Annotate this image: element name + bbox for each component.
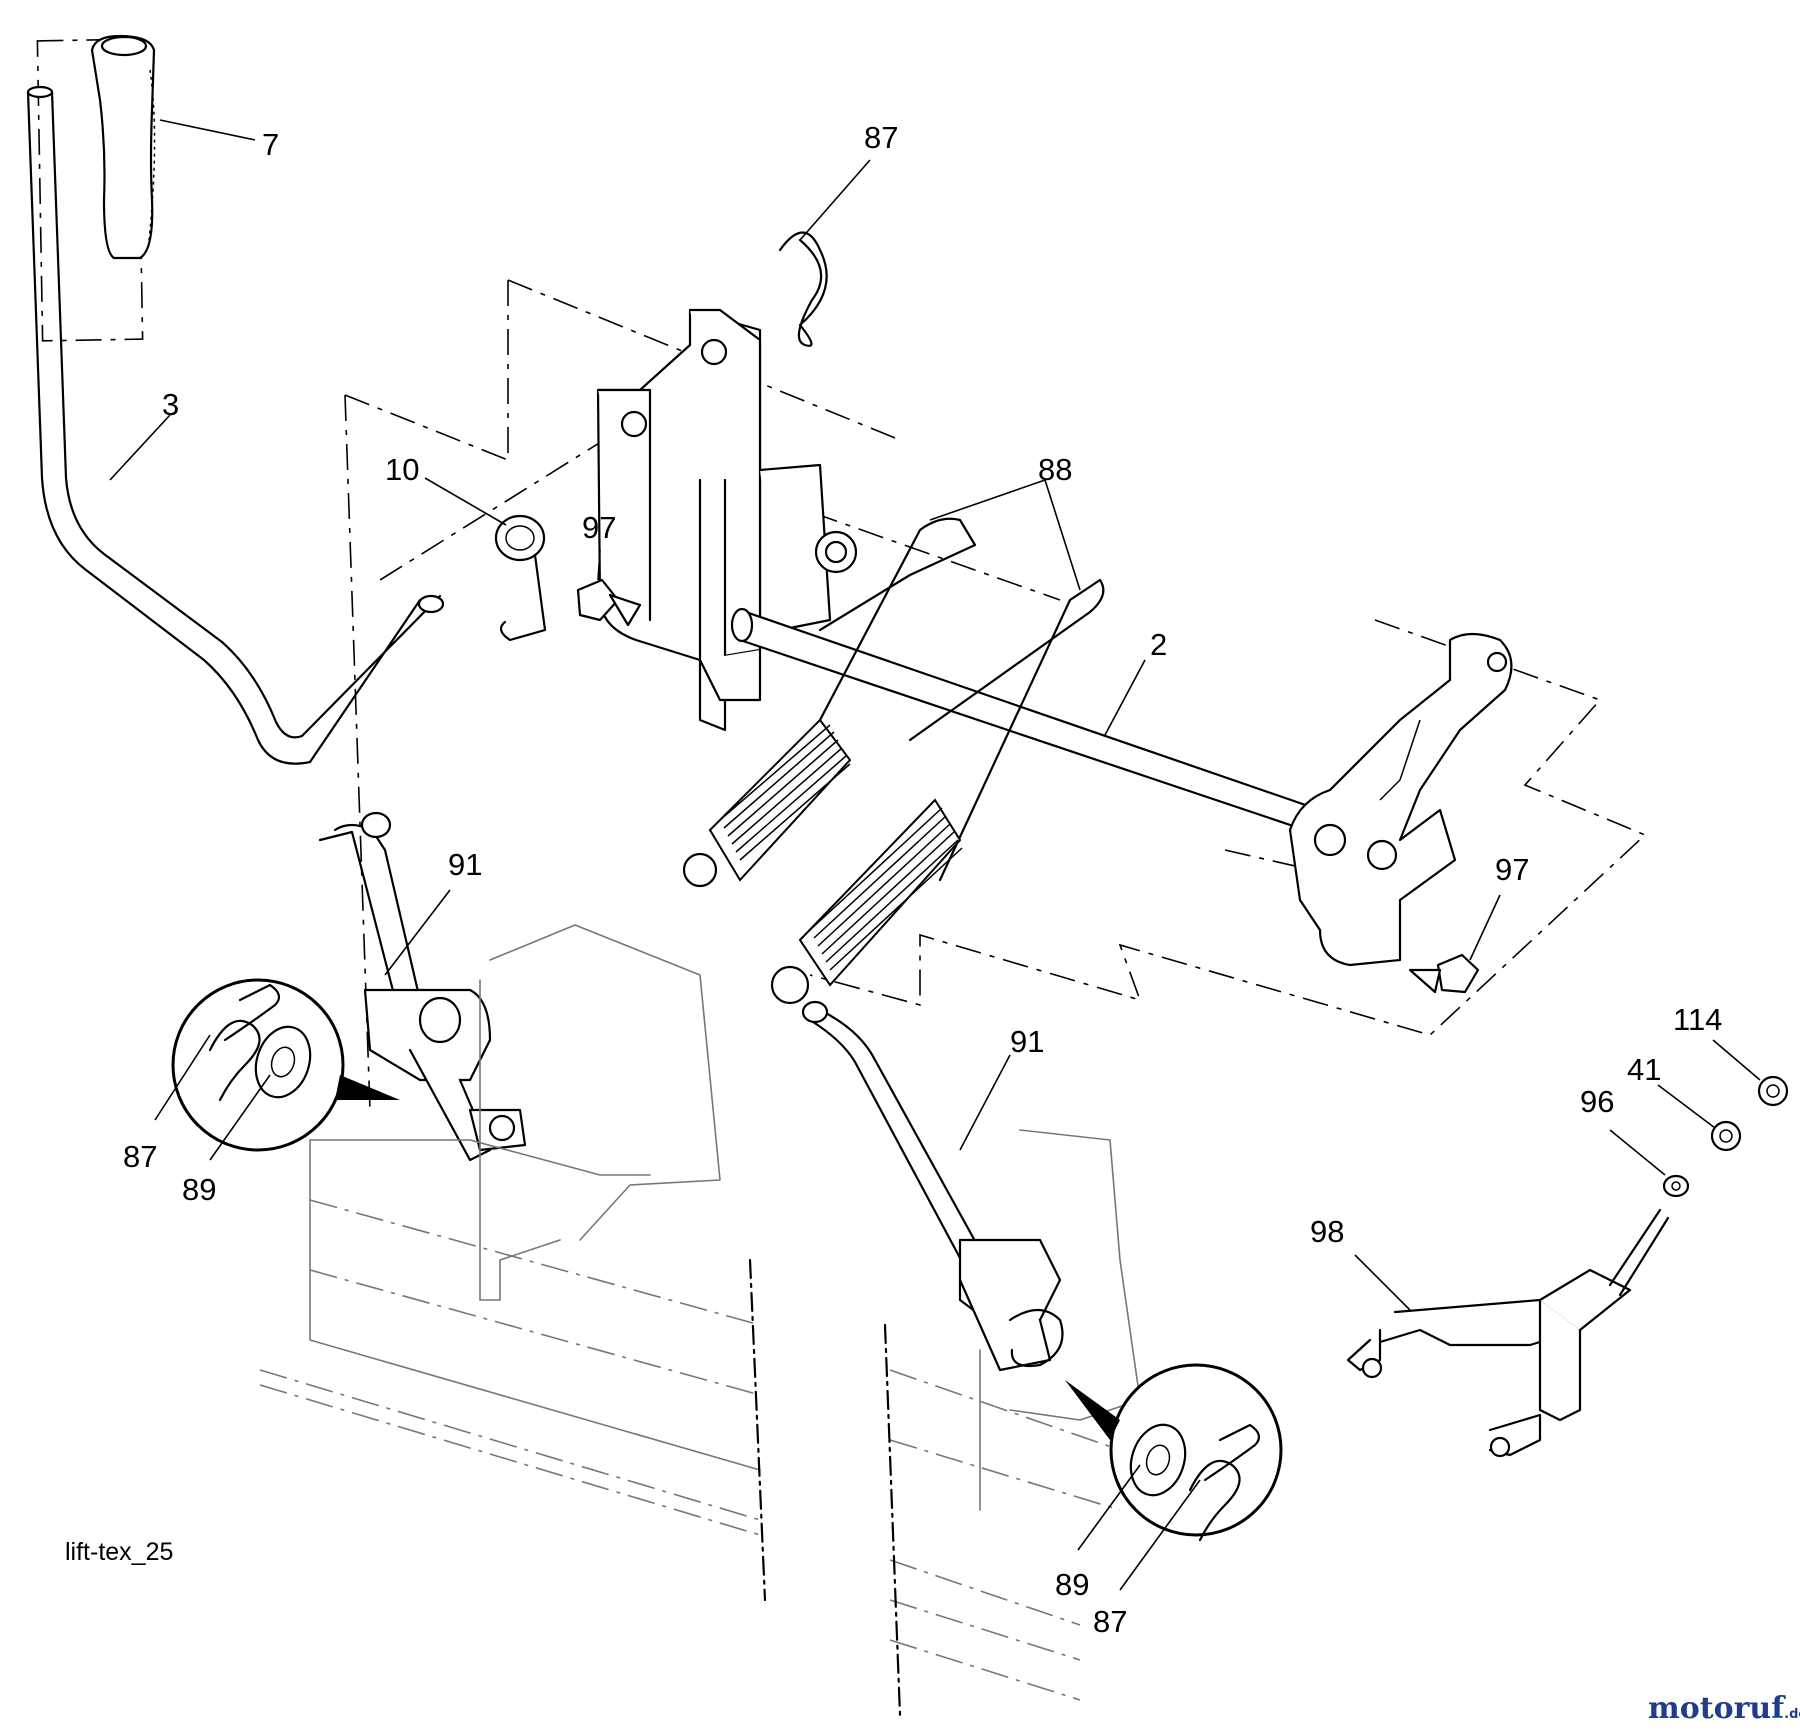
hanger-bracket-part (1346, 1208, 1670, 1458)
lift-link-part (318, 811, 527, 1162)
torsion-spring-part (494, 514, 547, 642)
callout-label: 114 (1673, 1002, 1722, 1037)
callout-label: 89 (1055, 1567, 1089, 1602)
callout-label: 91 (448, 847, 482, 882)
deck-frame-outline (259, 924, 1141, 1717)
bolt-part (1408, 953, 1480, 994)
watermark-suffix: .de (1784, 1707, 1800, 1722)
callout-label: 88 (1038, 452, 1072, 487)
nut-part (1710, 1120, 1742, 1152)
hair-pin-clip-part (778, 231, 828, 347)
lift-arm-part (1288, 632, 1513, 967)
detail-inset-left (171, 978, 400, 1152)
callout-label: 2 (1150, 627, 1167, 662)
bolt-part (576, 578, 642, 627)
mounting-bracket-part (596, 308, 858, 732)
reference-code: lift-tex_25 (65, 1538, 173, 1566)
callout-label: 97 (582, 510, 616, 545)
callout-label: 41 (1627, 1052, 1661, 1087)
callout-label: 3 (162, 387, 179, 422)
callout-label: 89 (182, 1172, 216, 1207)
leader-lines (109, 119, 1761, 1591)
handle-grip-part (90, 34, 156, 260)
washer-part (1662, 1174, 1690, 1198)
nut-part (1757, 1075, 1789, 1107)
callout-label: 91 (1010, 1024, 1044, 1059)
lift-lever-part (26, 38, 445, 765)
callout-label: 7 (262, 127, 279, 162)
callout-labels: 7 87 3 10 97 88 2 97 91 91 87 89 114 41 … (123, 120, 1722, 1639)
watermark-main: motoruf (1648, 1691, 1786, 1726)
callout-label: 87 (864, 120, 898, 155)
callout-label: 10 (385, 452, 419, 487)
callout-label: 87 (1093, 1604, 1127, 1639)
watermark-logo: motoruf.de (1648, 1691, 1800, 1726)
callout-label: 98 (1310, 1214, 1344, 1249)
callout-label: 97 (1495, 852, 1529, 887)
detail-inset-right (1065, 1363, 1283, 1542)
callout-label: 96 (1580, 1084, 1614, 1119)
spring-pair-part (682, 517, 1105, 1005)
callout-label: 87 (123, 1139, 157, 1174)
svg-text:motoruf.de: motoruf.de (1648, 1691, 1800, 1726)
lift-link-part (801, 1000, 1064, 1372)
